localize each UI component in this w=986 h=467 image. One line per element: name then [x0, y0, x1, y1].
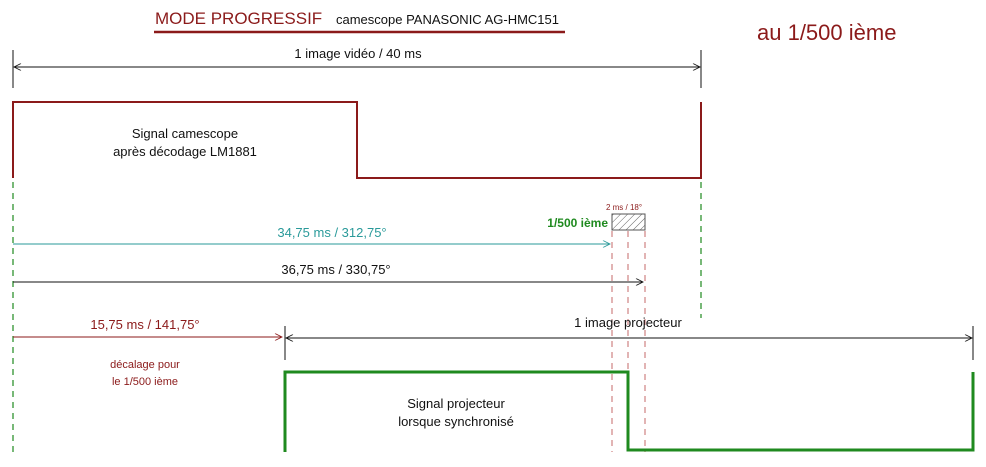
- shutter-slot-label: 2 ms / 18°: [606, 203, 642, 212]
- shutter-slot: [611, 213, 646, 231]
- camera-signal-waveform: [12, 101, 702, 179]
- camera-signal-label-2: après décodage LM1881: [113, 144, 257, 159]
- delay-teal-label: 34,75 ms / 312,75°: [277, 225, 386, 240]
- offset-red-label: 15,75 ms / 141,75°: [90, 317, 199, 332]
- shutter-name: 1/500 ième: [547, 216, 608, 230]
- camera-label: camescope PANASONIC AG-HMC151: [336, 12, 559, 27]
- mode-title: MODE PROGRESSIF: [155, 9, 322, 28]
- delay-black-label: 36,75 ms / 330,75°: [281, 262, 390, 277]
- projector-frame-label: 1 image projecteur: [574, 315, 682, 330]
- projector-signal-label-2: lorsque synchronisé: [398, 414, 514, 429]
- projector-signal-label-1: Signal projecteur: [407, 396, 505, 411]
- shutter-title: au 1/500 ième: [757, 20, 896, 45]
- offset-caption-2: le 1/500 ième: [112, 376, 178, 388]
- projector-signal-waveform: [283, 370, 975, 452]
- video-frame-label: 1 image vidéo / 40 ms: [294, 46, 422, 61]
- camera-signal-label-1: Signal camescope: [132, 126, 238, 141]
- offset-caption-1: décalage pour: [110, 359, 180, 371]
